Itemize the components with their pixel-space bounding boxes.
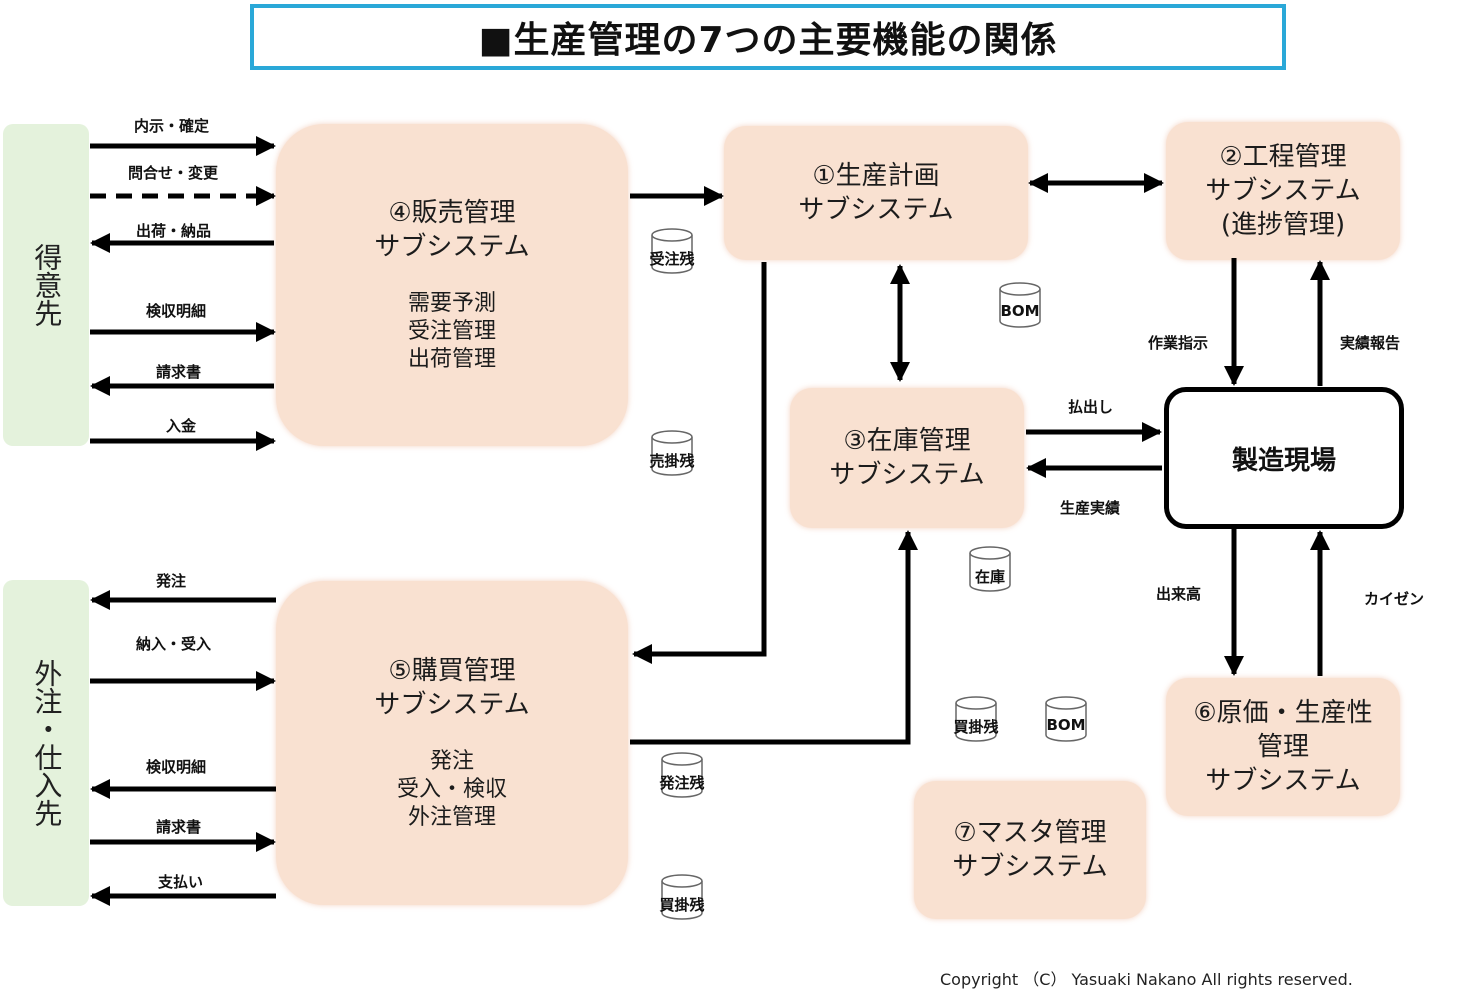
process-management-box: ②工程管理 サブシステム (進捗管理) [1166,122,1400,260]
production-planning-title: ①生産計画 サブシステム [798,161,954,225]
title-box: ■生産管理の7つの主要機能の関係 [250,4,1286,70]
cost-productivity-box: ⑥原価・生産性 管理 サブシステム [1166,678,1400,816]
db-bom-2-label: BOM [1046,716,1086,734]
db-order-backlog: 受注残 [649,228,695,274]
master-management-box: ⑦マスタ管理 サブシステム [914,781,1146,919]
flow-label-invoice-supplier: 請求書 [156,818,202,836]
purchasing-management-title: ⑤購買管理 サブシステム [374,656,530,720]
arrow-purchasing-to-inventory [630,530,918,745]
sales-management-title: ④販売管理 サブシステム [374,198,530,262]
db-inventory: 在庫 [968,546,1012,592]
database-icon [1045,696,1087,742]
database-icon [969,546,1011,592]
db-payable-2-label: 買掛残 [659,896,705,914]
sales-management-box: ④販売管理 サブシステム 需要予測 受注管理 出荷管理 [276,124,628,446]
copyright: Copyright （C） Yasuaki Nakano All rights … [940,970,1353,989]
flow-label-naiji: 内示・確定 [134,117,210,135]
sales-management-functions: 需要予測 受注管理 出荷管理 [407,291,496,372]
db-payable-2: 買掛残 [659,874,705,920]
factory-box: 製造現場 [1164,387,1404,529]
db-bom-1-label: BOM [1000,302,1040,320]
inventory-management-box: ③在庫管理 サブシステム [790,388,1024,528]
flow-label-kaizen: カイゼン [1364,590,1425,608]
flow-label-payment-received: 入金 [166,417,197,435]
master-management-title: ⑦マスタ管理 サブシステム [952,818,1108,882]
database-icon [955,696,997,742]
database-icon [999,282,1041,328]
database-icon [661,752,703,798]
flow-label-work-order: 作業指示 [1148,334,1209,352]
db-receivable-label: 売掛残 [649,452,695,470]
db-po-backlog: 発注残 [659,752,705,798]
flow-label-result-report: 実績報告 [1340,334,1401,352]
flow-label-order: 発注 [156,572,187,590]
db-receivable: 売掛残 [649,430,695,476]
inventory-management-title: ③在庫管理 サブシステム [829,426,985,490]
database-icon [651,228,693,274]
factory-label: 製造現場 [1231,445,1336,476]
purchasing-management-functions: 発注 受入・検収 外注管理 [396,749,507,830]
db-payable-1-label: 買掛残 [953,718,999,736]
production-planning-box: ①生産計画 サブシステム [724,126,1028,260]
customer-label: 得意先 [30,243,64,327]
flow-label-inspection-supplier: 検収明細 [146,758,207,776]
customer-panel: 得意先 [3,124,89,446]
db-bom-2: BOM [1044,696,1088,742]
process-management-title: ②工程管理 サブシステム (進捗管理) [1205,142,1361,240]
db-payable-1: 買掛残 [953,696,999,742]
supplier-label: 外注・仕入先 [30,659,64,827]
flow-label-inquiry: 問合せ・変更 [128,164,219,182]
flow-label-issue: 払出し [1068,398,1114,416]
cost-productivity-title: ⑥原価・生産性 管理 サブシステム [1193,698,1373,796]
flow-label-shipment: 出荷・納品 [136,222,212,240]
db-bom-1: BOM [998,282,1042,328]
flow-label-payment: 支払い [158,873,204,891]
flow-label-inspection-customer: 検収明細 [146,302,207,320]
db-po-backlog-label: 発注残 [659,774,705,792]
flow-label-output: 出来高 [1156,585,1202,603]
supplier-panel: 外注・仕入先 [3,580,89,906]
purchasing-management-box: ⑤購買管理 サブシステム 発注 受入・検収 外注管理 [276,581,628,905]
flow-label-production-result: 生産実績 [1060,499,1121,517]
database-icon [651,430,693,476]
flow-label-delivery: 納入・受入 [136,635,212,653]
db-order-backlog-label: 受注残 [649,250,695,268]
db-inventory-label: 在庫 [974,568,1005,586]
flow-label-invoice-customer: 請求書 [156,363,202,381]
database-icon [661,874,703,920]
arrow-planning-to-purchasing [632,262,767,664]
diagram-title: ■生産管理の7つの主要機能の関係 [478,20,1058,61]
